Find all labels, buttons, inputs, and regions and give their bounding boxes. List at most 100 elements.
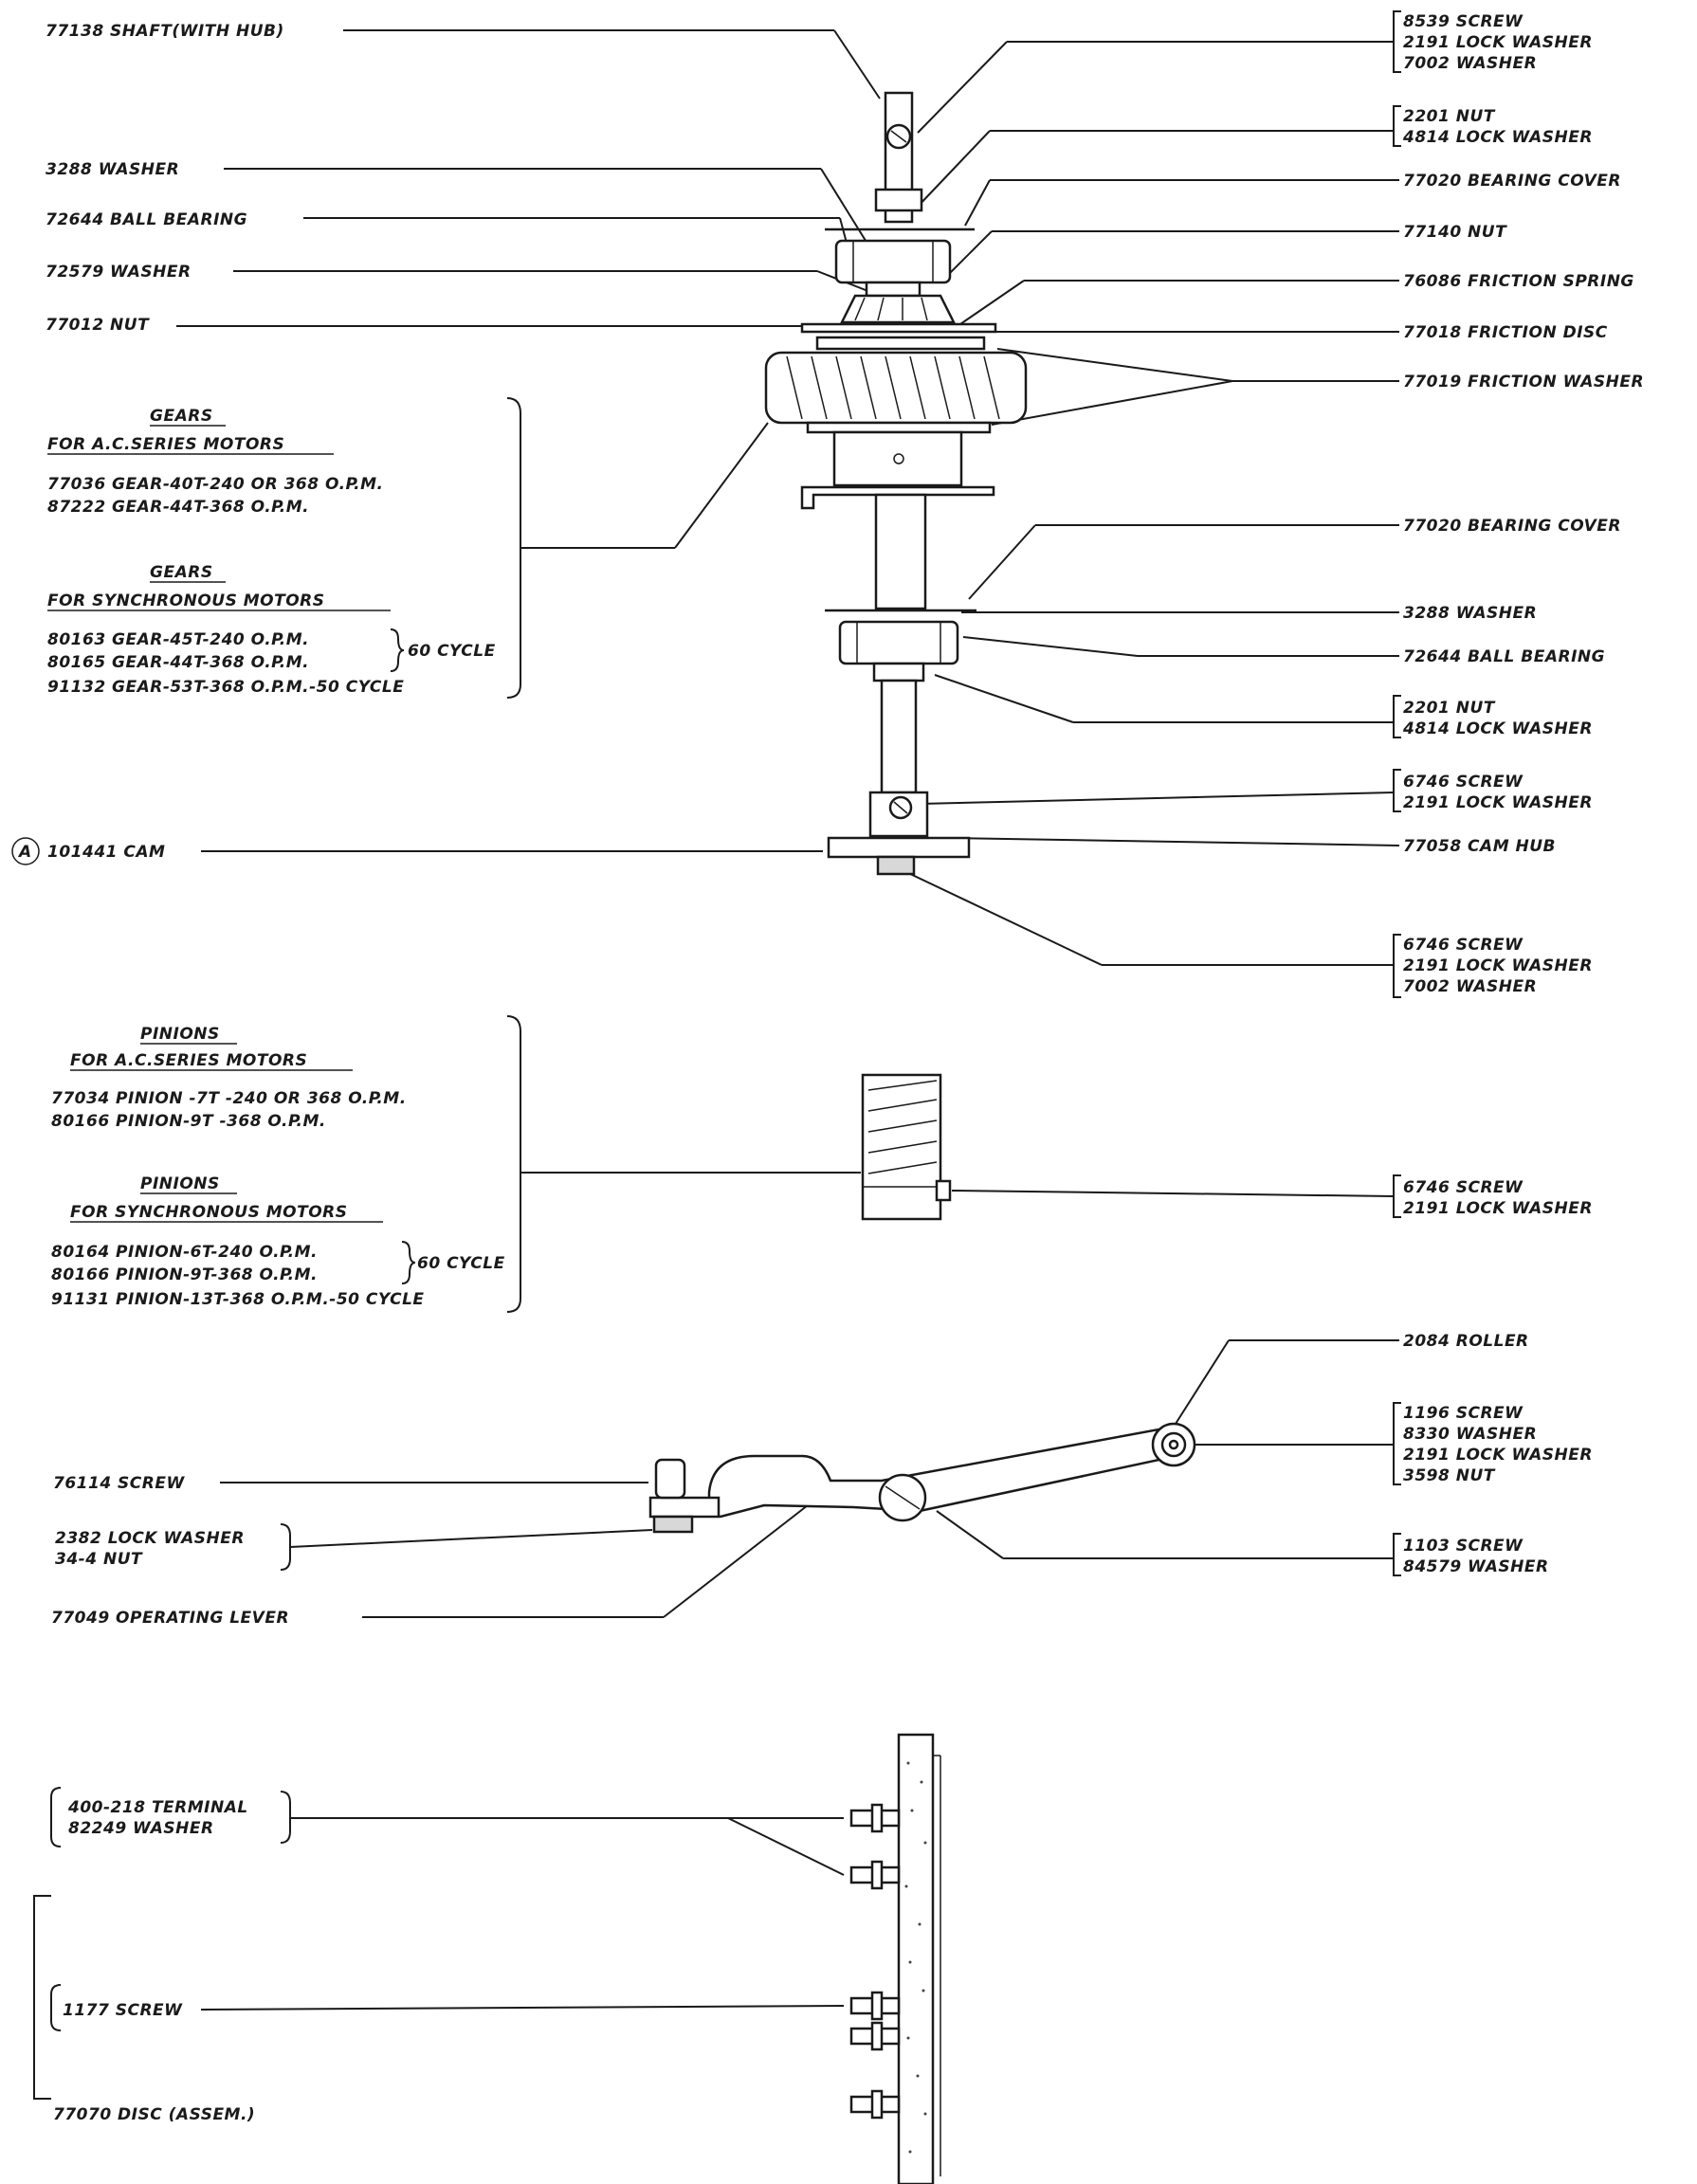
pinions-cycle: 60 CYCLE (417, 1254, 505, 1273)
label-nut-2201-a: 2201 NUT (1403, 107, 1496, 126)
gears-ac-sub: FOR A.C.SERIES MOTORS (47, 435, 284, 454)
label-screw-6746-c: 6746 SCREW (1403, 1178, 1524, 1197)
gear-teeth (786, 355, 1000, 420)
label-screw-76114: 76114 SCREW (53, 1474, 185, 1493)
label-friction-washer: 77019 FRICTION WASHER (1403, 373, 1644, 391)
pinions-sync-item-2: 80166 PINION-9T-368 O.P.M. (51, 1265, 318, 1284)
label-roller: 2084 ROLLER (1403, 1332, 1529, 1351)
shaft-nut (874, 188, 923, 212)
lever-arm (707, 1428, 1170, 1519)
disc-texture (904, 1761, 927, 2154)
label-lock-washer-2191-d: 2191 LOCK WASHER (1403, 1199, 1593, 1218)
label-nut-77140: 77140 NUT (1403, 223, 1507, 242)
label-screw-6746-a: 6746 SCREW (1403, 773, 1524, 792)
gears-ac-title: GEARS (150, 407, 213, 426)
label-friction-spring: 76086 FRICTION SPRING (1403, 272, 1634, 291)
left-leaders (176, 29, 881, 327)
shaft-nut-bottom (872, 662, 925, 682)
label-washer-3288-b: 3288 WASHER (1403, 604, 1537, 623)
label-operating-lever: 77049 OPERATING LEVER (51, 1609, 289, 1628)
label-cam-hub: 77058 CAM HUB (1403, 837, 1556, 856)
lever-screw-76114 (654, 1458, 686, 1500)
label-lock-washer-4814-a: 4814 LOCK WASHER (1402, 128, 1593, 147)
lever-labels: 76114 SCREW 2382 LOCK WASHER 34-4 NUT 77… (51, 1474, 809, 1628)
pinion (861, 1073, 952, 1221)
gear-hub (832, 430, 963, 487)
label-ball-bearing-b: 72644 BALL BEARING (1403, 647, 1605, 666)
gear (764, 351, 1028, 425)
hub-flange (800, 485, 995, 510)
label-lock-washer-2191-e: 2191 LOCK WASHER (1403, 1446, 1593, 1465)
label-nut-34-4: 34-4 NUT (55, 1550, 143, 1569)
gears-ac-item-2: 87222 GEAR-44T-368 O.P.M. (47, 498, 309, 517)
shaft-lower (880, 679, 918, 794)
label-washer-8330: 8330 WASHER (1403, 1425, 1537, 1444)
gears-sync-item-3: 91132 GEAR-53T-368 O.P.M.-50 CYCLE (47, 678, 404, 697)
pinions-ac-title: PINIONS (140, 1025, 220, 1044)
pinions-ac-sub: FOR A.C.SERIES MOTORS (70, 1051, 307, 1070)
right-labels: 8539 SCREW 2191 LOCK WASHER 7002 WASHER … (905, 10, 1644, 1576)
label-screw-1103: 1103 SCREW (1403, 1537, 1524, 1556)
pinion-set-screw (935, 1179, 952, 1202)
pinions-sync-title: PINIONS (140, 1174, 220, 1193)
gears-sync-item-1: 80163 GEAR-45T-240 O.P.M. (47, 630, 309, 649)
label-washer-72579: 72579 WASHER (46, 263, 192, 282)
friction-spring (839, 294, 957, 324)
label-bearing-cover-b: 77020 BEARING COVER (1403, 517, 1621, 536)
label-screw-1177: 1177 SCREW (63, 2001, 183, 2020)
label-washer-84579: 84579 WASHER (1403, 1557, 1549, 1576)
cam-label: A 101441 CAM (11, 837, 823, 865)
gears-sync-sub: FOR SYNCHRONOUS MOTORS (47, 592, 325, 610)
label-nut-3598: 3598 NUT (1403, 1466, 1496, 1485)
pinions-ac-item-2: 80166 PINION-9T -368 O.P.M. (51, 1112, 326, 1131)
label-cam: 101441 CAM (47, 843, 165, 862)
label-washer-7002-b: 7002 WASHER (1403, 977, 1537, 996)
gears-list: GEARS FOR A.C.SERIES MOTORS 77036 GEAR-4… (47, 397, 769, 699)
label-screw-6746-b: 6746 SCREW (1403, 936, 1524, 955)
gears-ac-item-1: 77036 GEAR-40T-240 OR 368 O.P.M. (47, 475, 383, 494)
label-shaft: 77138 SHAFT(WITH HUB) (46, 22, 284, 41)
cam (827, 836, 971, 859)
left-labels-top: 77138 SHAFT(WITH HUB) 3288 WASHER 72644 … (46, 22, 284, 335)
washer-72579 (865, 281, 921, 298)
disc-board (897, 1733, 935, 2184)
disc-assembly (849, 1733, 941, 2184)
label-ball-bearing: 72644 BALL BEARING (46, 210, 247, 229)
gears-sync-item-2: 80165 GEAR-44T-368 O.P.M. (47, 653, 309, 672)
label-screw-1196: 1196 SCREW (1403, 1404, 1524, 1423)
cam-marker-circle (11, 837, 40, 865)
label-screw-8539: 8539 SCREW (1403, 12, 1524, 31)
label-nut-77012: 77012 NUT (46, 316, 150, 335)
label-disc: 77070 DISC (ASSEM.) (53, 2105, 255, 2124)
label-lock-washer-2191-c: 2191 LOCK WASHER (1403, 956, 1593, 975)
label-lock-washer-2382: 2382 LOCK WASHER (55, 1529, 245, 1548)
terminal-labels: 400-218 TERMINAL 82249 WASHER 1177 SCREW… (33, 1787, 845, 2124)
label-washer-3288: 3288 WASHER (46, 160, 179, 179)
operating-lever (648, 1422, 1196, 1534)
cam-screw-stack (876, 855, 916, 876)
pinions-sync-item-1: 80164 PINION-6T-240 O.P.M. (51, 1243, 318, 1262)
pinions-sync-item-3: 91131 PINION-13T-368 O.P.M.-50 CYCLE (51, 1290, 425, 1309)
shaft-middle (874, 493, 927, 610)
cam-marker: A (17, 843, 32, 862)
pinions-sync-sub: FOR SYNCHRONOUS MOTORS (70, 1203, 348, 1222)
label-nut-2201-b: 2201 NUT (1403, 699, 1496, 718)
gears-cycle: 60 CYCLE (408, 642, 496, 661)
label-terminal-washer: 82249 WASHER (68, 1819, 214, 1838)
lever-clamp (648, 1496, 721, 1519)
lever-nut (652, 1515, 694, 1534)
pinions-ac-item-1: 77034 PINION -7T -240 OR 368 O.P.M. (51, 1089, 407, 1108)
label-bearing-cover-a: 77020 BEARING COVER (1403, 172, 1621, 191)
label-terminal: 400-218 TERMINAL (67, 1798, 248, 1817)
label-friction-disc: 77018 FRICTION DISC (1403, 323, 1608, 342)
friction-disc (800, 322, 997, 334)
pinions-list: PINIONS FOR A.C.SERIES MOTORS 77034 PINI… (51, 1015, 861, 1313)
friction-washer-bottom (806, 421, 992, 434)
label-lock-washer-2191-b: 2191 LOCK WASHER (1403, 793, 1593, 812)
label-washer-7002-a: 7002 WASHER (1403, 54, 1537, 73)
label-lock-washer-4814-b: 4814 LOCK WASHER (1402, 719, 1593, 738)
friction-washer-top (815, 336, 986, 351)
gears-sync-title: GEARS (150, 563, 213, 582)
label-lock-washer-2191-a: 2191 LOCK WASHER (1403, 33, 1593, 52)
